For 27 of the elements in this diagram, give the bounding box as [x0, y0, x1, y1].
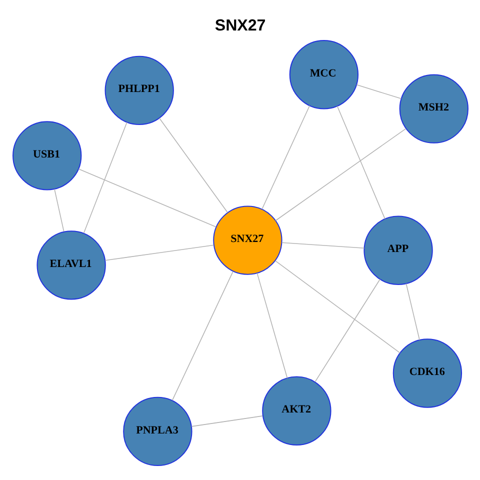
connector [104, 244, 214, 261]
connector [314, 278, 380, 382]
connector [78, 168, 216, 228]
node-circle: APP [363, 216, 432, 285]
node-circle: ELAVL1 [36, 230, 106, 300]
connector [256, 272, 288, 378]
node-circle: PNPLA3 [122, 396, 192, 466]
connector [280, 242, 364, 249]
connector [274, 128, 406, 222]
connector [158, 118, 228, 213]
connector [336, 106, 385, 220]
node-circle: MCC [288, 40, 358, 110]
node-circle: AKT2 [262, 376, 331, 446]
node-circle: PHLPP1 [104, 56, 174, 126]
connector [190, 416, 262, 427]
connector [274, 260, 400, 354]
connector [405, 283, 420, 340]
node-circle: CDK16 [392, 338, 462, 408]
connector [356, 84, 402, 100]
connector [54, 188, 64, 232]
diagram-title: SNX27 [214, 16, 266, 34]
node-circle: USB1 [12, 121, 82, 190]
node-circle: MSH2 [398, 74, 468, 144]
connector [171, 271, 233, 401]
node-circle: SNX27 [212, 206, 282, 275]
connector [82, 122, 127, 234]
connector [261, 105, 310, 210]
